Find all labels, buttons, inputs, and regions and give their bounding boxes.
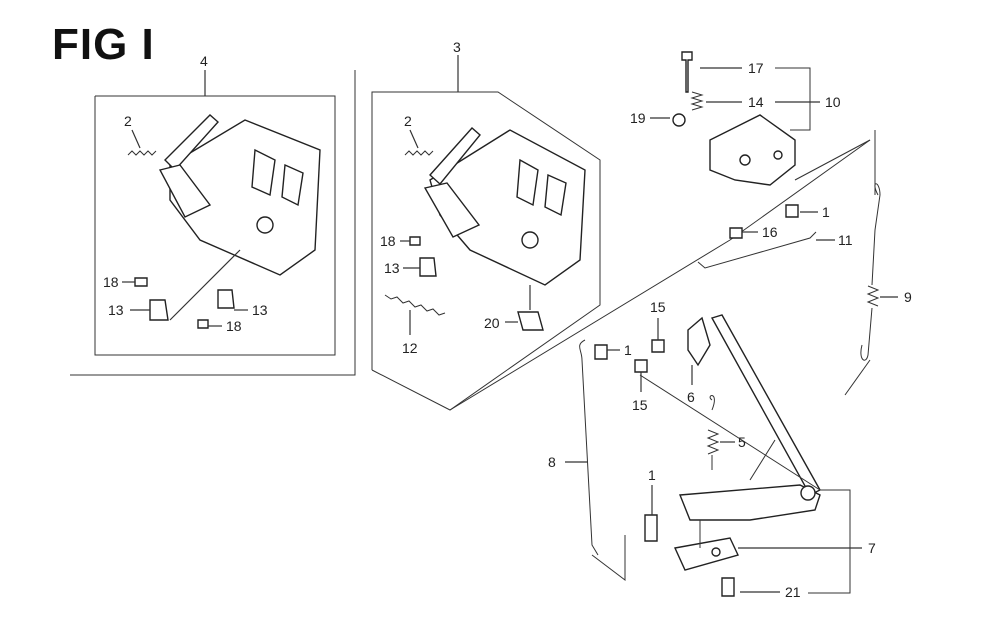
callout-16: 16 (762, 224, 778, 240)
assembly-3-group (371, 55, 871, 411)
callout-2a: 2 (124, 113, 132, 129)
callout-2b: 2 (404, 113, 412, 129)
callout-12: 12 (402, 340, 418, 356)
callout-19: 19 (630, 110, 646, 126)
bolt-15b (634, 359, 648, 373)
spring-2b (404, 150, 434, 156)
clip-13b (217, 289, 235, 309)
callout-5: 5 (738, 434, 746, 450)
callout-6: 6 (687, 389, 695, 405)
callout-17: 17 (748, 60, 764, 76)
callout-4: 4 (200, 53, 208, 69)
spring-2a (127, 150, 157, 156)
callout-20: 20 (484, 315, 500, 331)
spring-9 (860, 183, 881, 361)
clip-13a (149, 299, 169, 321)
callout-1a: 1 (822, 204, 830, 220)
bracket-10 (709, 114, 796, 186)
nut-1b (594, 344, 608, 360)
lever-plate-7 (678, 484, 821, 521)
callout-labels: 4 3 2 2 18 13 13 18 18 13 12 20 17 14 10… (103, 39, 912, 600)
spring-12 (384, 294, 446, 316)
callout-9: 9 (904, 289, 912, 305)
bolt-18c (409, 236, 421, 246)
bolt-17 (681, 51, 693, 93)
plate-7b (673, 537, 739, 571)
bracket-group-10 (650, 51, 871, 269)
callout-18c: 18 (380, 233, 396, 249)
nut-1a (785, 204, 799, 218)
spring-9-group (844, 130, 898, 396)
control-handle (710, 314, 821, 496)
callout-18b: 18 (226, 318, 242, 334)
rod-11 (697, 231, 817, 269)
assembly-4-group (70, 70, 356, 376)
bracket-6 (687, 316, 711, 367)
bolt-18b (197, 319, 209, 329)
nut-1c (644, 514, 658, 542)
callout-7: 7 (868, 540, 876, 556)
figure-title: FIG I (52, 20, 155, 69)
callout-1b: 1 (624, 342, 632, 358)
clip-13c (419, 257, 437, 277)
callout-11: 11 (838, 232, 853, 248)
callout-15a: 15 (650, 299, 666, 315)
callout-3: 3 (453, 39, 461, 55)
callout-13a: 13 (108, 302, 124, 318)
bolt-21 (721, 577, 735, 597)
callout-21: 21 (785, 584, 801, 600)
spring-14 (690, 91, 704, 111)
lever-3 (429, 127, 481, 186)
callout-13c: 13 (384, 260, 400, 276)
callout-10: 10 (825, 94, 841, 110)
bolt-15a (651, 339, 665, 353)
throttle-plate-4 (169, 119, 321, 276)
callout-8: 8 (548, 454, 556, 470)
washer-19 (672, 113, 686, 127)
bolt-16 (729, 227, 743, 239)
bolt-18a (134, 277, 148, 287)
callout-1c: 1 (648, 467, 656, 483)
rod-8 (579, 339, 599, 556)
callout-13b: 13 (252, 302, 268, 318)
block-20 (517, 311, 544, 331)
lever-group-7 (565, 314, 862, 597)
callout-14: 14 (748, 94, 764, 110)
spring-5 (706, 395, 720, 470)
callout-18a: 18 (103, 274, 119, 290)
callout-15b: 15 (632, 397, 648, 413)
